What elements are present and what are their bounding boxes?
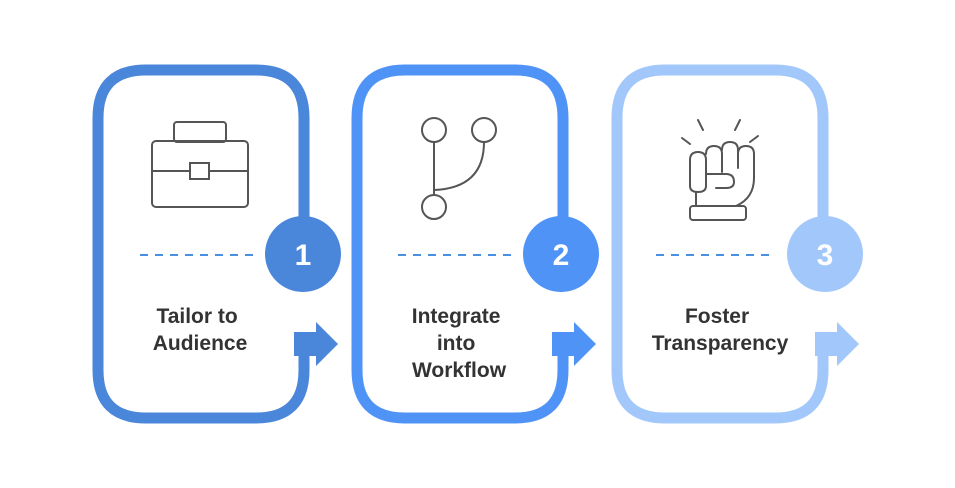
step-number-circle	[523, 216, 599, 292]
step-label-line: into	[437, 332, 475, 355]
arrow-right-icon	[552, 322, 596, 366]
step-label-line: Tailor to	[156, 305, 237, 328]
arrow-right-icon	[815, 322, 859, 366]
step-card-1: 1 Tailor to Audience	[92, 64, 341, 424]
step-number: 3	[817, 239, 834, 272]
step-number-circle	[265, 216, 341, 292]
arrow-right-icon	[294, 322, 338, 366]
step-label: Foster Transparency	[652, 305, 789, 355]
step-number: 2	[553, 239, 570, 272]
step-label-line: Workflow	[412, 359, 507, 382]
briefcase-icon	[151, 121, 249, 208]
step-label-line: Audience	[153, 332, 248, 355]
step-card-3: 3 Foster Transparency	[611, 64, 863, 424]
step-label: Tailor to Audience	[153, 305, 248, 355]
step-label: Integrate into Workflow	[412, 305, 507, 382]
step-number: 1	[295, 239, 312, 272]
card-outline	[351, 64, 569, 424]
step-card-2: 2 Integrate into Workflow	[351, 64, 599, 424]
card-outline	[92, 64, 310, 424]
branch-icon	[421, 117, 497, 220]
step-label-line: Transparency	[652, 332, 789, 355]
raised-fist-icon	[681, 119, 759, 221]
step-label-line: Integrate	[412, 305, 501, 328]
step-label-line: Foster	[685, 305, 749, 328]
card-outline	[611, 64, 829, 424]
step-number-circle	[787, 216, 863, 292]
